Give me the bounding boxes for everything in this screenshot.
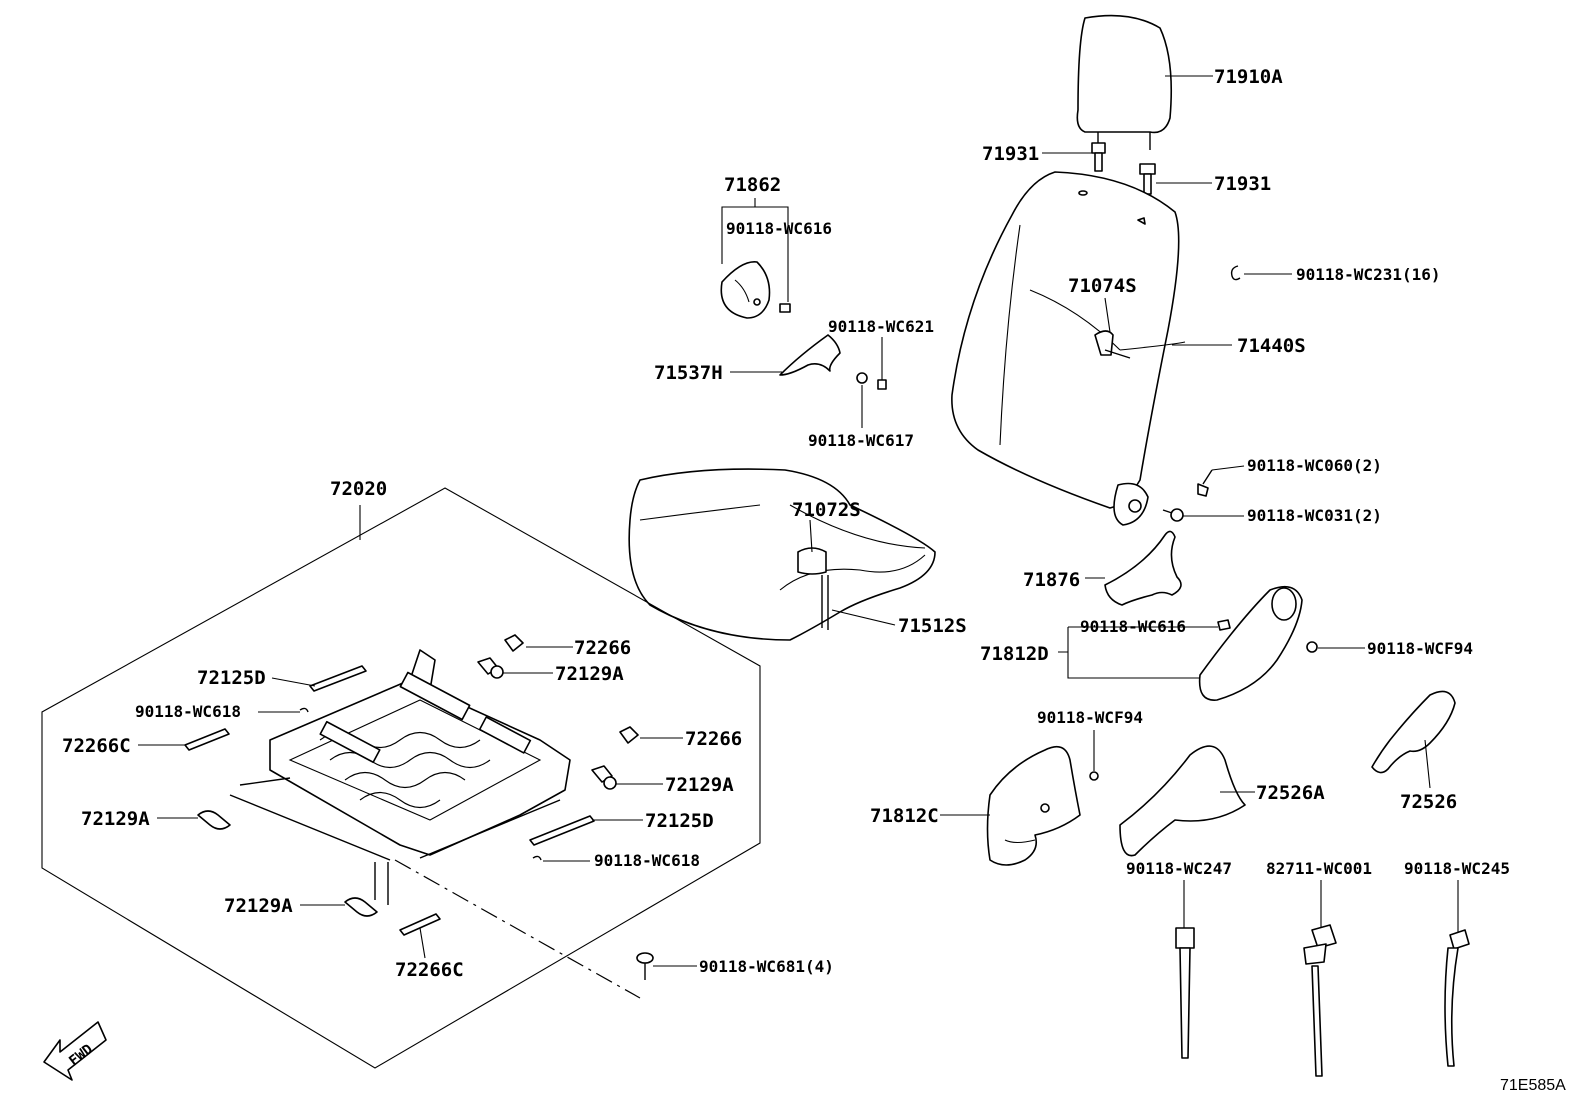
label-72266C-bot: 72266C xyxy=(395,959,464,981)
clip-82711-WC001 xyxy=(1303,924,1337,1077)
leader-72125D-top xyxy=(271,677,316,687)
label-90118-WC247: 90118-WC247 xyxy=(1126,859,1232,878)
clip-72129A-mid xyxy=(591,765,617,790)
leader-71074S xyxy=(1104,297,1111,333)
clip-72266-b xyxy=(619,726,639,744)
label-72129A-top: 72129A xyxy=(555,663,624,685)
diagram-id: 71E585A xyxy=(1500,1077,1566,1094)
label-90118-WC618-top: 90118-WC618 xyxy=(135,702,241,721)
clip-90118-WC618-top xyxy=(299,707,309,713)
label-72125D-top: 72125D xyxy=(197,667,266,689)
clip-90118-WC618-bot xyxy=(532,855,542,861)
bracket-72266C-bot xyxy=(399,913,441,936)
label-72526A: 72526A xyxy=(1256,782,1325,804)
seat-cushion-cover-71072S xyxy=(628,468,936,641)
label-72129A-bot: 72129A xyxy=(224,895,293,917)
label-72266-a: 72266 xyxy=(574,637,631,659)
cable-tie-90118-WC245 xyxy=(1444,929,1470,1067)
label-71440S: 71440S xyxy=(1237,335,1306,357)
label-90118-WC618-bot: 90118-WC618 xyxy=(594,851,700,870)
label-71072S: 71072S xyxy=(792,499,861,521)
label-71812D: 71812D xyxy=(980,643,1049,665)
clip-72129A-bot xyxy=(344,897,378,917)
leader-72526 xyxy=(1424,739,1431,789)
bracket-71812D xyxy=(1058,626,1218,679)
screw-90118-WC031 xyxy=(1162,508,1184,522)
label-72266C-left: 72266C xyxy=(62,735,131,757)
label-71512S: 71512S xyxy=(898,615,967,637)
headrest-71910A xyxy=(1076,14,1172,150)
hog-ring-90118-WC231 xyxy=(1230,265,1241,281)
headrest-guide-right xyxy=(1139,163,1156,195)
label-72020: 72020 xyxy=(330,478,387,500)
cover-72526A xyxy=(1119,745,1246,857)
lever-72526 xyxy=(1371,690,1456,774)
nut-90118-WC621 xyxy=(877,379,887,390)
leader-72266C-bot xyxy=(419,927,426,959)
label-90118-WCF94-right: 90118-WCF94 xyxy=(1367,639,1473,658)
label-90118-WC621: 90118-WC621 xyxy=(828,317,934,336)
label-71862: 71862 xyxy=(724,174,781,196)
label-71876: 71876 xyxy=(1023,569,1080,591)
leader-71512S xyxy=(831,609,896,626)
fwd-arrow: FWD xyxy=(43,1021,107,1081)
seatback-cover-71074S xyxy=(951,171,1186,526)
leader-90118-WC060 xyxy=(1211,465,1245,471)
label-90118-WC060: 90118-WC060(2) xyxy=(1247,456,1382,475)
label-71931-left: 71931 xyxy=(982,143,1039,165)
clip-72129A-left xyxy=(197,810,231,830)
screw-90118-WC060 xyxy=(1197,469,1213,497)
screw-90118-WCF94-mid xyxy=(1089,771,1099,781)
label-90118-WC616-top: 90118-WC616 xyxy=(726,219,832,238)
clip-72129A-top xyxy=(477,657,504,679)
rail-cover-72125D-mid xyxy=(529,815,595,846)
label-90118-WC245: 90118-WC245 xyxy=(1404,859,1510,878)
label-71910A: 71910A xyxy=(1214,66,1283,88)
bracket-71876 xyxy=(1104,530,1182,606)
label-90118-WC617: 90118-WC617 xyxy=(808,431,914,450)
clip-72266-a xyxy=(504,634,524,652)
label-72129A-left: 72129A xyxy=(81,808,150,830)
label-90118-WC681: 90118-WC681(4) xyxy=(699,957,834,976)
label-71812C: 71812C xyxy=(870,805,939,827)
label-90118-WC231: 90118-WC231(16) xyxy=(1296,265,1441,284)
label-90118-WCF94-mid: 90118-WCF94 xyxy=(1037,708,1143,727)
shield-71812D xyxy=(1198,585,1303,701)
cable-tie-90118-WC247 xyxy=(1175,927,1195,1059)
screw-90118-WCF94-right xyxy=(1306,641,1318,653)
label-90118-WC616-mid: 90118-WC616 xyxy=(1080,617,1186,636)
label-71931-right: 71931 xyxy=(1214,173,1271,195)
seat-frame-assembly xyxy=(229,649,571,905)
label-90118-WC031: 90118-WC031(2) xyxy=(1247,506,1382,525)
rail-cover-72125D-top xyxy=(309,665,367,692)
label-72266-b: 72266 xyxy=(685,728,742,750)
bolt-90118-WC681 xyxy=(636,952,654,980)
bracket-72266C-left xyxy=(184,728,230,751)
label-72125D-mid: 72125D xyxy=(645,810,714,832)
dashed-callout-line xyxy=(394,859,641,999)
label-71537H: 71537H xyxy=(654,362,723,384)
label-71074S: 71074S xyxy=(1068,275,1137,297)
cover-71537H xyxy=(779,334,841,376)
label-72526: 72526 xyxy=(1400,791,1457,813)
frame-outline-72020 xyxy=(41,487,761,1069)
leader-71072S xyxy=(809,519,813,553)
bracket-part-71862 xyxy=(720,261,771,319)
label-82711-WC001: 82711-WC001 xyxy=(1266,859,1372,878)
washer-90118-WC617 xyxy=(856,372,868,384)
clip-90118-WC616-top xyxy=(779,303,791,313)
headrest-guide-left xyxy=(1091,142,1106,172)
shield-71812C xyxy=(986,745,1081,866)
clip-90118-WC616-mid xyxy=(1217,619,1231,631)
bracket-71862 xyxy=(721,198,789,302)
label-72129A-mid: 72129A xyxy=(665,774,734,796)
